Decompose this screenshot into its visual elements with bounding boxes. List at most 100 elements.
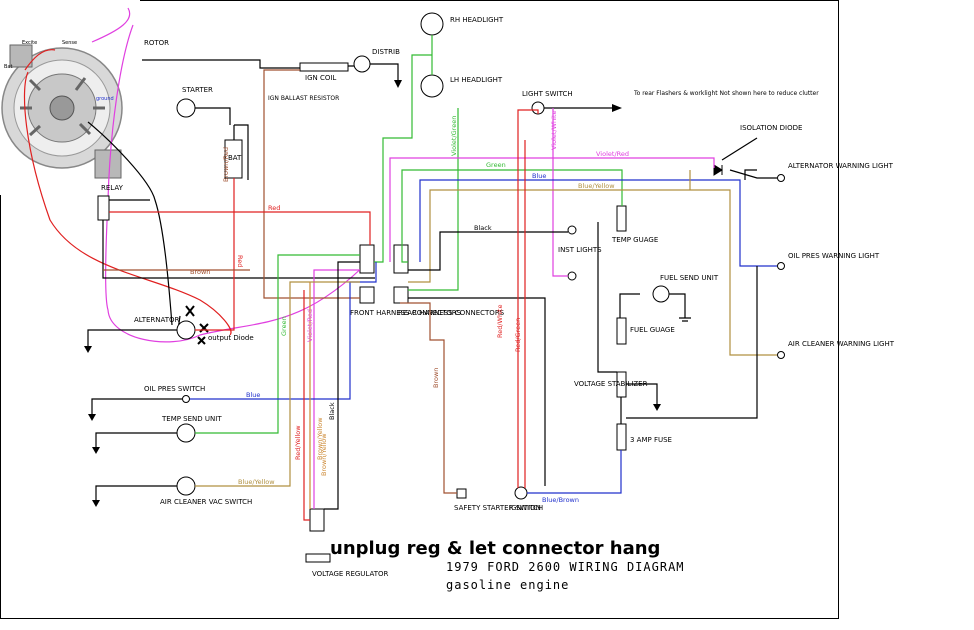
alternator-symbol	[176, 320, 196, 340]
rear-flashers-arrow	[612, 104, 622, 112]
fuel-send-unit-symbol	[652, 285, 670, 303]
fuel-send-unit-label: FUEL SEND UNIT	[660, 274, 719, 282]
wire-label-brown2: Brown	[432, 368, 440, 388]
relay-symbol	[97, 195, 110, 221]
alternator-ground	[87, 329, 177, 346]
oil-pres-switch-symbol	[182, 395, 190, 403]
wire-red-yellow	[303, 290, 310, 521]
voltage-stabilizer-label: VOLTAGE STABILIZER	[574, 380, 648, 388]
distrib-ground-arrow	[394, 80, 402, 88]
rear-harness-label: REAR HARNESS CONNECTORS	[398, 309, 505, 317]
wire-black-inst	[408, 231, 568, 271]
amp-fuse-label: 3 AMP FUSE	[630, 436, 672, 444]
battery-wire-top	[233, 124, 249, 180]
wire-green-gauge	[401, 169, 623, 263]
fuel-gauge-label: FUEL GUAGE	[630, 326, 675, 334]
voltage-regulator-text: VOLTAGE REGULATOR	[312, 570, 389, 578]
hand-wire-black	[87, 121, 173, 326]
voltage-regulator-label: VOLTAGE REGULATOR	[312, 570, 389, 578]
distrib-wire	[348, 63, 399, 80]
wire-red-main	[109, 211, 371, 245]
hand-wire-red	[23, 71, 232, 336]
wire-label-blue-yellow2: Blue/Yellow	[238, 478, 275, 486]
temp-gauge-label: TEMP GUAGE	[611, 236, 658, 244]
alt-warning-light-label: ALTERNATOR WARNING LIGHT	[788, 162, 894, 170]
wire-label-red-green: Red/Green	[514, 318, 522, 352]
stabilizer-ground-arrow	[653, 404, 661, 411]
wire-violet-red-reg	[313, 269, 360, 509]
battery-label: BAT	[228, 154, 242, 162]
hand-wire-violet	[91, 7, 371, 343]
light-switch-label: LIGHT SWITCH	[522, 90, 573, 98]
oil-pres-warning-light-symbol	[777, 262, 785, 270]
ign-coil-symbol	[299, 62, 349, 72]
stabilizer-ground	[626, 383, 658, 404]
alt-warning-light-text: ALTERNATOR WARNING LIGHT	[788, 162, 894, 170]
relay-label: RELAY	[101, 184, 124, 192]
wire-red-white	[517, 109, 539, 488]
diagram-subtitle: gasoline engine	[446, 578, 569, 592]
wire-label-violet-white: Violet/White	[550, 110, 558, 150]
wire-label-violet-red2: Violet/Red	[306, 309, 314, 342]
wire-blue-yellow-vac	[195, 281, 360, 487]
starter-wire	[195, 107, 231, 125]
diagram-border	[0, 0, 839, 619]
wire-label-blue-yellow1: Blue/Yellow	[578, 182, 615, 190]
wire-blue-brown	[527, 450, 622, 494]
temp-send-unit-label: TEMP SEND UNIT	[161, 415, 222, 423]
oil-pres-ground	[91, 398, 182, 414]
wire-blue-warn	[419, 179, 777, 267]
air-cleaner-ground	[95, 485, 177, 500]
ignition-symbol	[514, 486, 528, 500]
ign-ballast-label: IGN BALLAST RESISTOR	[268, 95, 339, 102]
air-cleaner-ground-arrow	[92, 500, 100, 507]
distrib-symbol	[353, 55, 371, 73]
wire-green-headlight	[374, 54, 432, 263]
wire-label-black1: Black	[474, 224, 492, 232]
rear-harness-connectors	[393, 244, 409, 304]
rear-flashers-note-text: To rear Flashers & worklight Not shown h…	[633, 90, 819, 97]
oil-pres-switch-label: OIL PRES SWITCH	[144, 385, 205, 393]
wire-label-green1: Green	[280, 316, 288, 336]
wire-brown-red	[263, 69, 360, 299]
wire-blue-yellow-air	[408, 189, 777, 356]
wire-brown-ign	[400, 302, 457, 494]
wire-label-red-white: Red/White	[496, 305, 504, 338]
front-harness-text: FRONT HARNESS CONNECTORS	[350, 309, 462, 317]
inst-light-1	[567, 225, 577, 235]
fuel-gauge-symbol	[616, 317, 627, 345]
air-cleaner-vac-switch-symbol	[176, 476, 196, 496]
wire-label-violet-red1: Violet/Red	[596, 150, 629, 158]
rear-flashers-note: To rear Flashers & worklight Not shown h…	[633, 90, 819, 97]
wire-label-brown-yellow2: Brown/Yellow	[320, 433, 328, 476]
temp-send-ground-arrow	[92, 447, 100, 454]
wire-label-green2: Green	[486, 161, 506, 169]
safety-starter-switch-text: SAFETY STARTER SWITCH	[454, 504, 543, 512]
wire-label-red2: Red	[236, 255, 244, 267]
diagram-title: 1979 FORD 2600 WIRING DIAGRAM	[446, 560, 685, 574]
oil-pres-ground-arrow	[88, 414, 96, 421]
wire-label-blue-brown: Blue/Brown	[542, 496, 579, 504]
wire-label-violet-green: Violet/Green	[450, 116, 458, 156]
wire-label-brown1: Brown	[190, 268, 210, 276]
temp-gauge-symbol	[616, 205, 627, 232]
rh-headlight-label: RH HEADLIGHT	[450, 16, 504, 24]
wire-black-ign	[408, 297, 546, 486]
rh-headlight-symbol	[420, 12, 444, 36]
wire-label-black2: Black	[328, 402, 336, 420]
temp-send-ground	[95, 432, 177, 447]
air-cleaner-vac-switch-label: AIR CLEANER VAC SWITCH	[160, 498, 252, 506]
wire-black-right	[597, 169, 777, 419]
distrib-label: DISTRIB	[372, 48, 400, 56]
rotor-label: ROTOR	[144, 39, 169, 47]
voltage-stabilizer-text: VOLTAGE STABILIZER	[574, 380, 648, 388]
wire-black-reg	[324, 261, 360, 510]
lh-headlight-label: LH HEADLIGHT	[450, 76, 503, 84]
hand-wire-red-top	[24, 49, 56, 71]
ignition-label: IGNITION	[509, 504, 541, 512]
rotor-wire	[142, 59, 300, 69]
voltage-regulator-base	[305, 553, 331, 563]
oil-pres-warning-light-text: OIL PRES WARNING LIGHT	[788, 252, 880, 260]
isolation-diode-wire	[721, 137, 758, 161]
